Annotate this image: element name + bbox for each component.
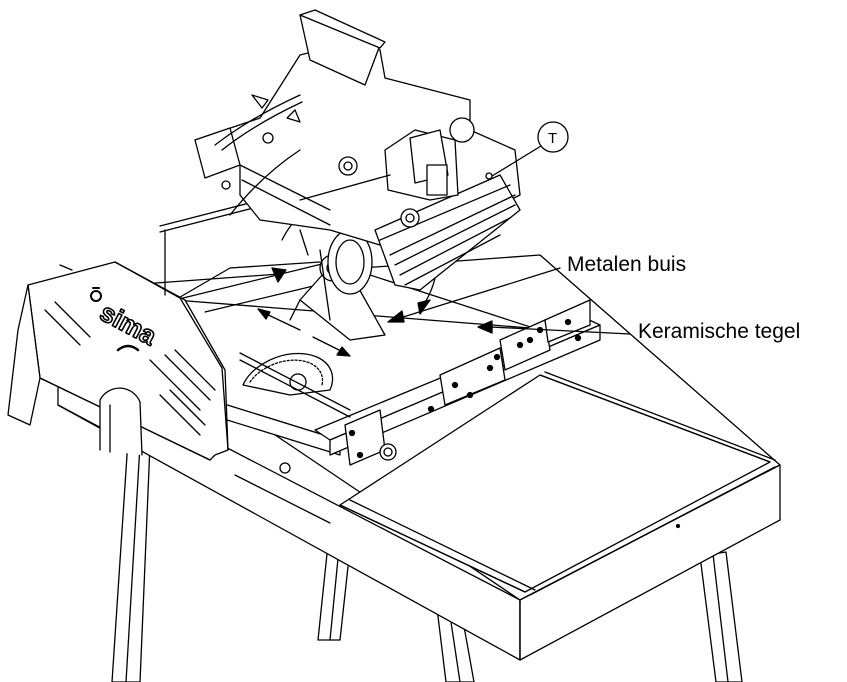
angle-protractor xyxy=(239,352,351,474)
label-metalen-buis: Metalen buis xyxy=(567,253,687,276)
guide-fence xyxy=(314,299,601,466)
label-keramische-tegel: Keramische tegel xyxy=(638,320,801,343)
callout-keramische-tegel-leader xyxy=(477,320,631,335)
motor-unit xyxy=(194,9,521,291)
marker-t-label: T xyxy=(548,130,557,147)
blade-cover-housing: sima xyxy=(7,261,229,461)
cutting-carriage xyxy=(174,261,556,456)
marker-t-callout: T xyxy=(491,121,569,177)
callout-metalen-buis-leader xyxy=(387,267,561,323)
